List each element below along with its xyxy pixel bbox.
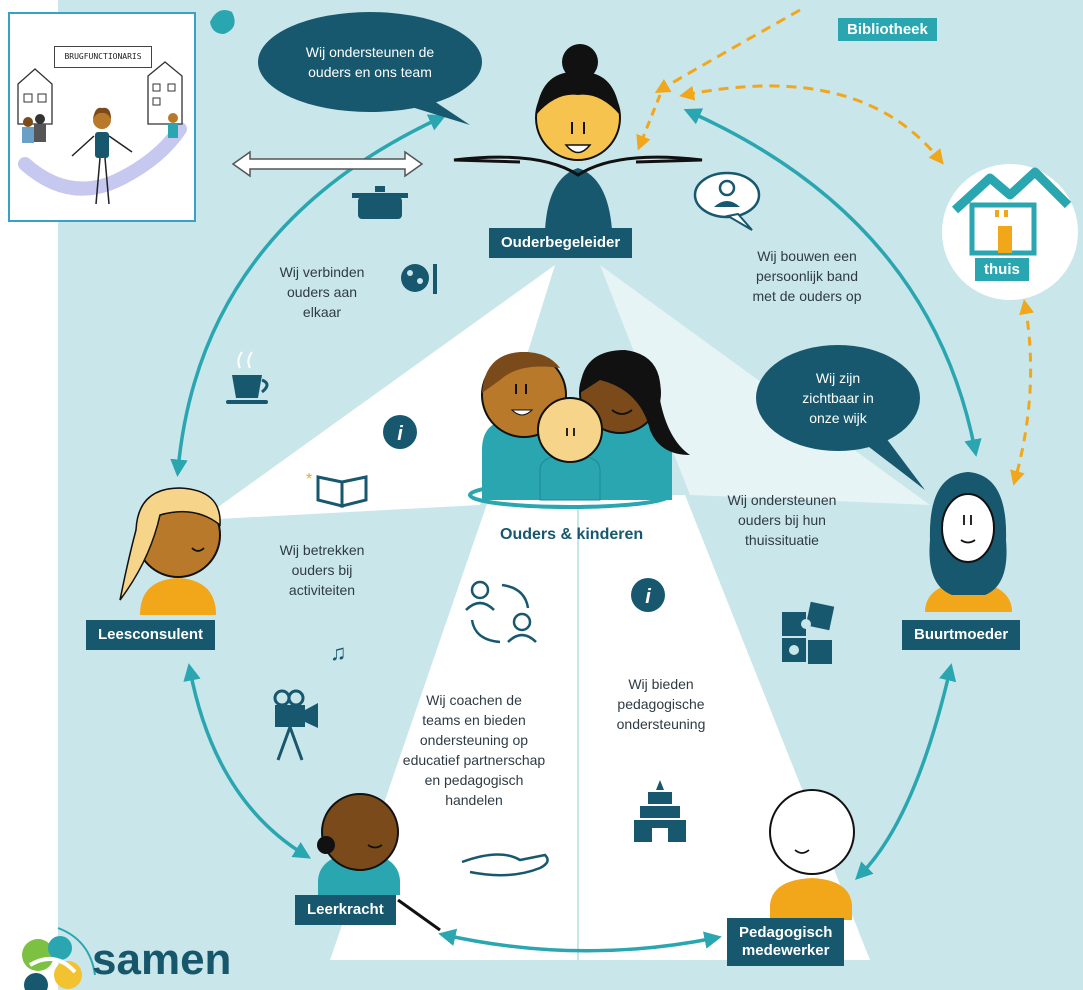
dashed-arrow-home	[679, 84, 944, 165]
ouderbegeleider-figure	[453, 44, 703, 230]
svg-text:i: i	[397, 423, 403, 445]
role-leesconsulent: Leesconsulent	[86, 620, 216, 650]
decorative-blob	[210, 9, 235, 34]
bibliotheek-badge: Bibliotheek	[838, 18, 937, 41]
buurtmoeder-figure	[925, 472, 1012, 612]
parents-children-group	[468, 350, 690, 509]
pedagogisch-medewerker-figure	[731, 789, 855, 937]
statement-bond: Wij bouwen een persoonlijk band met de o…	[752, 248, 862, 304]
arrow-bottom	[438, 928, 722, 953]
book-icon: *	[306, 471, 368, 508]
role-ouderbegeleider: Ouderbegeleider	[489, 228, 633, 258]
speech-bubble-top-text: Wij ondersteunen de ouders en ons team	[305, 44, 435, 80]
hand-icon	[461, 853, 549, 877]
leesconsulent-figure	[119, 487, 221, 615]
pot-icon	[352, 186, 408, 219]
svg-text:i: i	[645, 586, 651, 608]
brugfunctionaris-inset: BRUGFUNCTIONARIS	[8, 12, 196, 222]
arrow-right-bottom	[855, 663, 957, 880]
samen-logo-mark	[22, 927, 96, 990]
arrow-top-left	[170, 114, 447, 477]
dashed-arrow-buurt	[1010, 299, 1034, 486]
castle-icon	[634, 780, 686, 842]
speech-bubble-right-text: Wij zijn zichtbaar in onze wijk	[802, 370, 874, 426]
statement-pedagogic: Wij bieden pedagogische ondersteuning	[616, 676, 706, 732]
speech-bubble-right	[756, 345, 925, 490]
cup-icon	[226, 351, 269, 404]
dashed-arrow-top	[654, 8, 801, 94]
samen-logo-text: samen	[92, 935, 232, 984]
info-icon: i	[383, 415, 417, 449]
role-buurtmoeder: Buurtmoeder	[902, 620, 1021, 650]
inset-title: BRUGFUNCTIONARIS	[54, 46, 152, 68]
arrow-left-bottom	[183, 663, 311, 859]
thuis-badge: thuis	[975, 258, 1029, 281]
role-pedagogisch-medewerker: Pedagogisch medewerker	[727, 918, 845, 966]
wedge-bottom	[330, 495, 870, 960]
camera-icon	[273, 689, 318, 761]
puzzle-icon	[782, 601, 835, 664]
svg-text:♫: ♫	[330, 640, 347, 665]
svg-text:*: *	[306, 471, 312, 488]
info-icon: i	[631, 578, 665, 612]
speech-bubble-top	[258, 12, 482, 125]
role-leerkracht: Leerkracht	[295, 895, 396, 925]
statement-coach: Wij coachen de teams en bieden ondersteu…	[402, 692, 546, 808]
leerkracht-figure	[317, 793, 441, 932]
chat-user-icon	[693, 171, 761, 231]
center-title: Ouders & kinderen	[500, 526, 644, 543]
double-arrow-icon	[231, 150, 424, 178]
palette-icon	[401, 264, 437, 294]
statement-connect: Wij verbinden ouders aan elkaar	[279, 264, 365, 320]
music-icon: ♫	[330, 640, 347, 665]
exchange-icon	[465, 580, 537, 644]
statement-home-support: Wij ondersteunen ouders bij hun thuissit…	[727, 492, 837, 548]
statement-involve: Wij betrekken ouders bij activiteiten	[279, 542, 365, 598]
inset-illustration	[17, 61, 187, 205]
